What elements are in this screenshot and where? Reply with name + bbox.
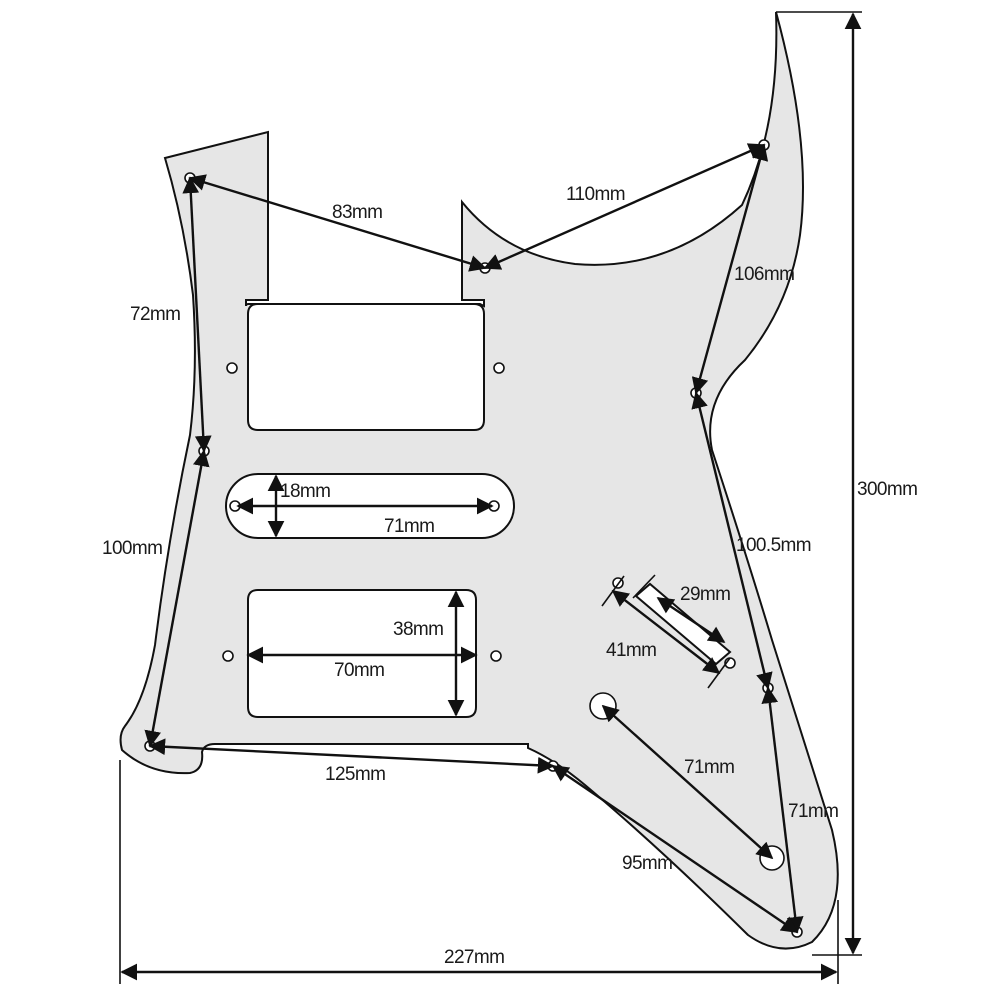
screw-hole <box>226 362 238 374</box>
label-300mm: 300mm <box>857 479 917 500</box>
label-95mm: 95mm <box>622 853 672 874</box>
screw-hole <box>490 650 502 662</box>
dimension-line-72 <box>182 176 212 453</box>
dimension-line-71-diagonal <box>601 704 774 860</box>
label-71mm-pickup: 71mm <box>384 516 434 537</box>
label-71mm-diagonal: 71mm <box>684 757 734 778</box>
screw-hole <box>222 650 234 662</box>
dimension-line-41 <box>611 589 721 675</box>
label-106mm: 106mm <box>734 264 794 285</box>
label-110mm: 110mm <box>566 184 625 205</box>
label-72mm: 72mm <box>130 304 180 325</box>
label-100-5mm: 100.5mm <box>736 535 811 556</box>
label-125mm: 125mm <box>325 764 385 785</box>
label-38mm: 38mm <box>393 619 443 640</box>
label-70mm: 70mm <box>334 660 384 681</box>
dimension-line-100 <box>144 449 210 748</box>
label-41mm: 41mm <box>606 640 656 661</box>
label-100mm: 100mm <box>102 538 162 559</box>
label-71mm-right: 71mm <box>788 801 838 822</box>
dimension-line-125 <box>148 738 555 774</box>
screw-hole <box>493 362 505 374</box>
label-83mm: 83mm <box>332 202 382 223</box>
label-18mm: 18mm <box>280 481 330 502</box>
dimension-line-106 <box>691 143 769 395</box>
dimension-line-83 <box>188 174 487 272</box>
label-29mm: 29mm <box>680 584 730 605</box>
dimension-line-100-5 <box>691 391 773 690</box>
label-227mm: 227mm <box>444 947 504 968</box>
pickguard-body <box>119 11 839 950</box>
